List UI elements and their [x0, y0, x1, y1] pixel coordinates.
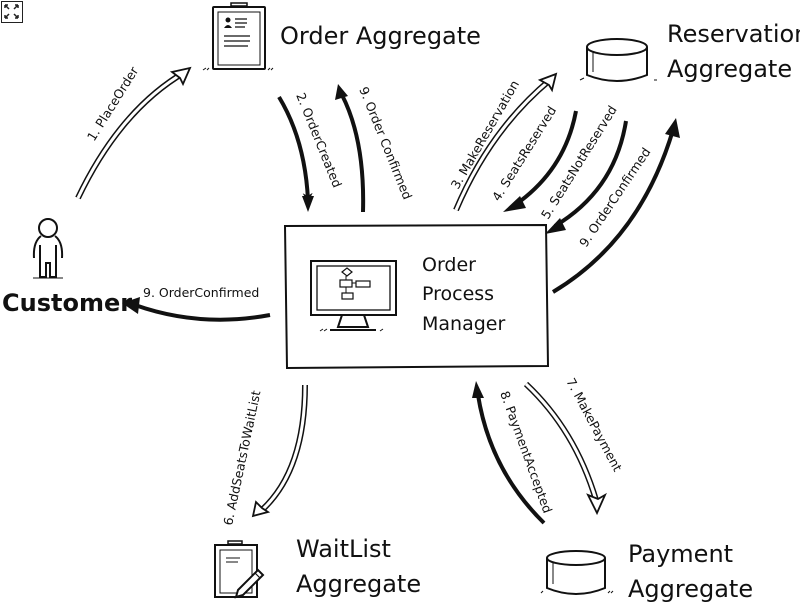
- order-aggregate-node[interactable]: Order Aggregate: [202, 2, 481, 71]
- edge-order-created[interactable]: 2. OrderCreated: [277, 91, 345, 212]
- edge-order-confirmed-to-reservation[interactable]: 9. OrderConfirmed: [551, 118, 680, 294]
- waitlist-aggregate-label-line2: Aggregate: [296, 570, 421, 598]
- order-confirmed-arrow: [340, 94, 366, 213]
- process-manager-label-line2: Process: [422, 283, 494, 305]
- edge-label: 9. Order Confirmed: [356, 85, 415, 202]
- edge-label: 1. PlaceOrder: [84, 63, 142, 143]
- process-manager-label-line1: Order: [422, 254, 476, 276]
- make-reservation-arrow-head: [537, 72, 558, 93]
- order-process-manager-node[interactable]: Order Process Manager: [283, 223, 550, 370]
- order-aggregate-label: Order Aggregate: [280, 22, 481, 50]
- edge-place-order[interactable]: 1. PlaceOrder: [75, 63, 192, 200]
- place-order-arrow-head: [169, 66, 192, 87]
- database-cylinder-icon: [579, 38, 657, 82]
- waitlist-aggregate-label-line1: WaitList: [296, 535, 391, 563]
- reservation-aggregate-label-line1: Reservation: [667, 20, 800, 48]
- process-manager-label-line3: Manager: [422, 313, 505, 335]
- customer-node[interactable]: Customer: [2, 218, 132, 317]
- clipboard-profile-icon: [202, 2, 274, 71]
- edge-label: 9. OrderConfirmed: [143, 285, 259, 300]
- waitlist-aggregate-node[interactable]: WaitList Aggregate: [214, 535, 421, 599]
- reservation-aggregate-label-line2: Aggregate: [667, 55, 792, 83]
- expand-button[interactable]: [1, 1, 23, 23]
- edge-order-confirmed-to-customer[interactable]: 9. OrderConfirmed: [122, 285, 271, 322]
- edge-add-seats-to-waitlist[interactable]: 6. AddSeatsToWaitList: [220, 384, 308, 527]
- process-manager-box: [283, 223, 550, 370]
- edge-order-confirmed-to-order[interactable]: 9. Order Confirmed: [335, 84, 415, 213]
- database-cylinder-icon: [540, 550, 614, 595]
- expand-arrows-icon: [4, 4, 19, 19]
- payment-aggregate-node[interactable]: Payment Aggregate: [540, 540, 753, 603]
- edge-label: 7. MakePayment: [563, 375, 625, 474]
- payment-aggregate-label-line2: Aggregate: [628, 575, 753, 603]
- clipboard-pencil-icon: [214, 540, 265, 599]
- monitor-flowchart-icon: [310, 260, 397, 332]
- make-payment-arrow-head: [586, 492, 607, 516]
- person-icon: [32, 218, 64, 279]
- edge-label: 2. OrderCreated: [293, 91, 345, 190]
- reservation-aggregate-node[interactable]: Reservation Aggregate: [579, 20, 800, 83]
- add-seats-arrow-head: [251, 500, 271, 518]
- order-created-arrow: [277, 95, 313, 203]
- payment-aggregate-label-line1: Payment: [628, 540, 733, 568]
- customer-label: Customer: [2, 289, 132, 317]
